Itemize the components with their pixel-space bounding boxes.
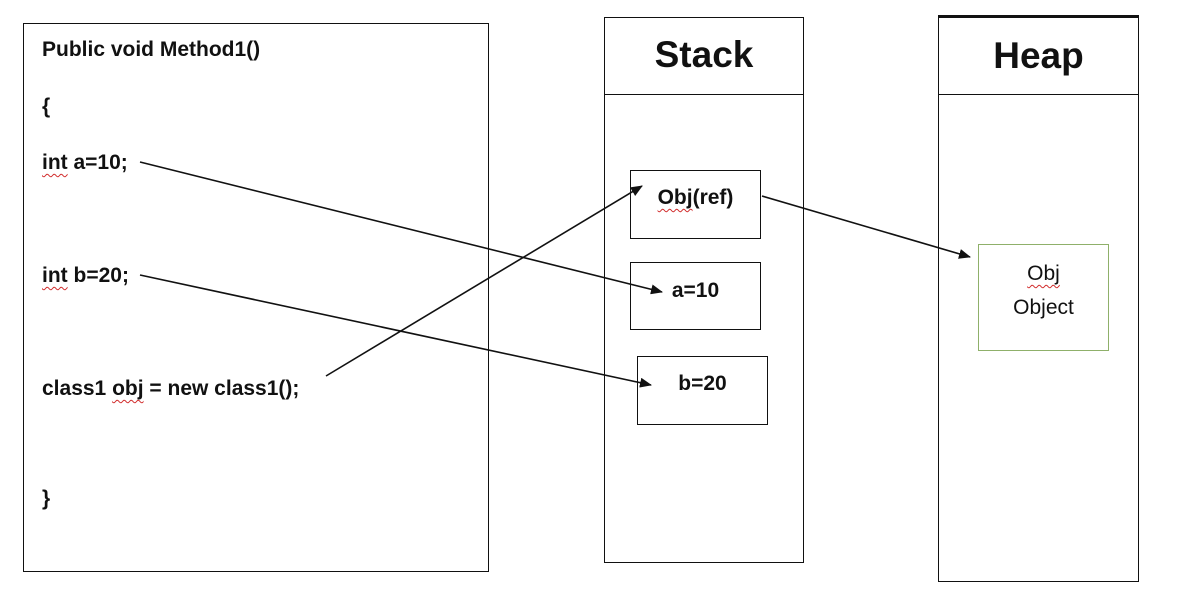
keyword-int-a: int — [42, 151, 68, 174]
stack-cell-b: b=20 — [637, 356, 768, 425]
stack-ref-suffix: (ref) — [692, 186, 734, 209]
obj-constructor: = new class1(); — [143, 377, 300, 400]
assignment-a: a=10; — [67, 151, 128, 174]
open-brace: { — [42, 95, 51, 118]
heap-title: Heap — [993, 35, 1084, 76]
stack-title: Stack — [654, 34, 754, 75]
stack-cell-b-label: b=20 — [678, 372, 727, 395]
code-line-int-a: int a=10; — [42, 151, 128, 175]
stack-cell-a-label: a=10 — [671, 279, 720, 302]
code-line-obj: class1 obj = new class1(); — [42, 377, 299, 401]
code-line-int-b: int b=20; — [42, 264, 129, 288]
obj-variable: obj — [112, 377, 144, 400]
heap-object-type: Object — [1013, 296, 1074, 319]
heap-object-name: Obj — [1027, 262, 1060, 285]
method-signature: Public void Method1() — [42, 38, 261, 61]
code-panel — [23, 23, 489, 572]
close-brace: } — [42, 487, 51, 510]
stack-cell-ref: Obj(ref) — [630, 170, 761, 239]
heap-header: Heap — [938, 15, 1139, 95]
obj-type: class1 — [42, 377, 113, 400]
stack-ref-name: Obj — [657, 186, 693, 209]
stack-header: Stack — [604, 17, 804, 95]
stack-cell-ref-label: Obj(ref) — [631, 186, 760, 210]
assignment-b: b=20; — [67, 264, 129, 287]
keyword-int-b: int — [42, 264, 68, 287]
heap-object: Obj Object — [978, 244, 1109, 351]
stack-cell-a: a=10 — [630, 262, 761, 330]
